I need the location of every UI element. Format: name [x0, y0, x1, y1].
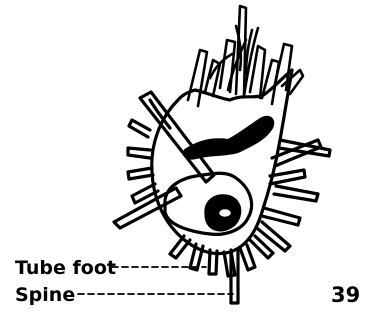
tube-foot-label: Tube foot [15, 259, 116, 278]
spine-label: Spine [15, 286, 75, 305]
figure-number: 39 [331, 285, 360, 306]
dark-band [184, 117, 273, 159]
upper-spines [188, 6, 303, 106]
